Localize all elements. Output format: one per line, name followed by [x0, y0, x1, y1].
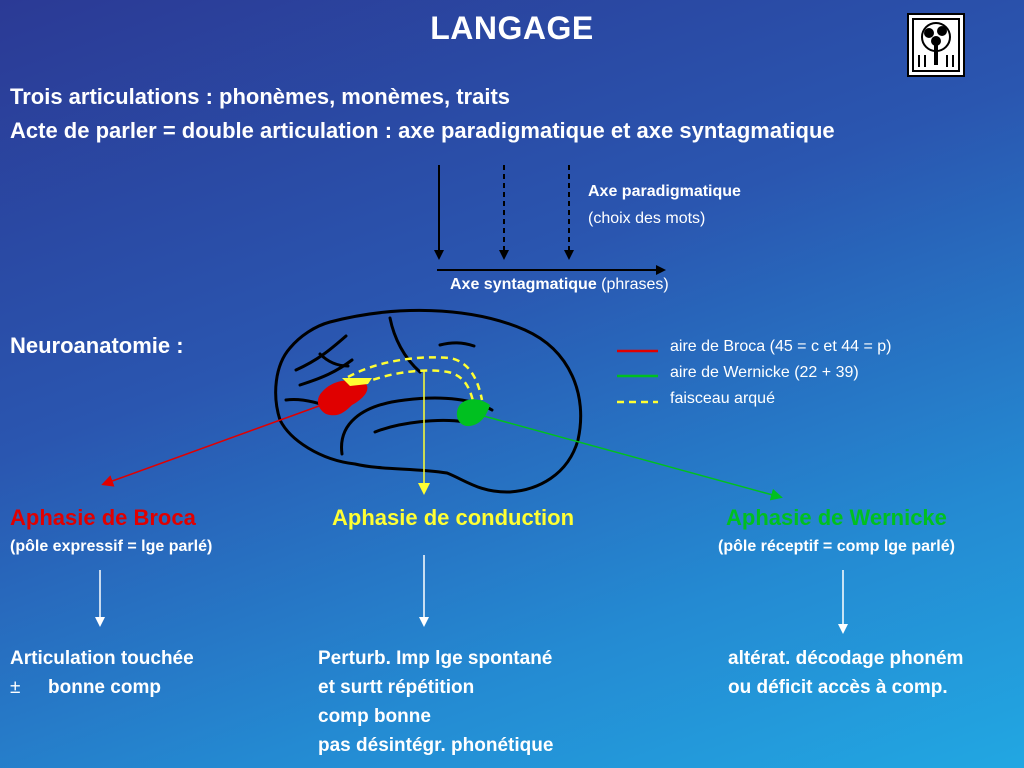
wernicke-area: [456, 399, 490, 427]
arcuate-fasciculus: [347, 356, 484, 406]
aphasie-broca-title: Aphasie de Broca: [10, 505, 196, 530]
axe-paradigmatique-sub: (choix des mots): [588, 210, 706, 227]
aphasie-wernicke-title: Aphasie de Wernicke: [726, 505, 947, 530]
conduction-detail-1: Perturb. Imp lge spontané: [318, 648, 553, 669]
broca-detail-2-row: ± bonne comp: [10, 673, 194, 702]
wernicke-detail-2: ou déficit accès à comp.: [728, 677, 948, 698]
axes-diagram: [434, 165, 666, 275]
wernicke-detail-1: altérat. décodage phoném: [728, 648, 964, 669]
pole-receptif: (pôle réceptif = comp lge parlé): [718, 538, 955, 555]
legend-wernicke: aire de Wernicke (22 + 39): [670, 364, 859, 381]
axe-syntagmatique-sub: (phrases): [596, 276, 669, 293]
broca-details: Articulation touchée ± bonne comp: [10, 644, 194, 702]
page-title: LANGAGE: [430, 10, 594, 46]
aphasie-conduction-title: Aphasie de conduction: [332, 505, 575, 530]
conduction-detail-4: pas désintégr. phonétique: [318, 735, 554, 756]
pole-expressif: (pôle expressif = lge parlé): [10, 538, 213, 555]
conduction-detail-2: et surtt répétition: [318, 677, 475, 698]
wernicke-details: altérat. décodage phoném ou déficit accè…: [728, 644, 963, 702]
conduction-details: Perturb. Imp lge spontané et surtt répét…: [318, 644, 553, 760]
broca-area: [317, 380, 368, 416]
intro-line-double-articulation: Acte de parler = double articulation : a…: [10, 118, 835, 143]
wernicke-pointer-arrow: [479, 414, 783, 501]
broca-detail-1: Articulation touchée: [10, 648, 194, 669]
arcuate-yellow-patch: [342, 378, 372, 386]
legend-faisceau: faisceau arqué: [670, 390, 775, 407]
neuroanatomie-label: Neuroanatomie :: [10, 333, 184, 358]
axe-syntagmatique-title: Axe syntagmatique: [450, 276, 597, 293]
brain-drawing: [274, 308, 583, 494]
axe-syntagmatique-label: Axe syntagmatique (phrases): [450, 276, 669, 294]
intro-line-articulations: Trois articulations : phonèmes, monèmes,…: [10, 84, 511, 109]
legend-broca: aire de Broca (45 = c et 44 = p): [670, 338, 892, 355]
tree-emblem-icon: [907, 13, 965, 77]
conduction-detail-3: comp bonne: [318, 706, 431, 727]
axe-paradigmatique-label: Axe paradigmatique: [588, 183, 741, 200]
broca-pointer-arrow: [101, 401, 331, 487]
broca-detail-2: bonne comp: [48, 677, 161, 698]
plus-minus-icon: ±: [10, 677, 21, 698]
